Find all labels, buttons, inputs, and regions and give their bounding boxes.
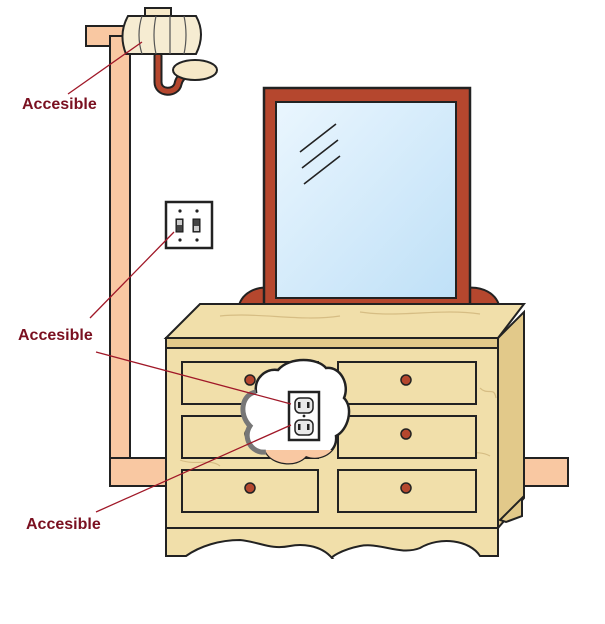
conduit-right-stub: [519, 457, 569, 487]
conduit-vertical: [109, 35, 131, 487]
leader-line-outlet-upper: [95, 351, 292, 405]
leader-lines: [67, 41, 292, 513]
leader-line-switch: [89, 231, 175, 319]
toggle-switch-left: [175, 218, 184, 233]
wall-switch-plate: [164, 200, 214, 250]
wall-light-fixture: [121, 7, 218, 96]
fixture-shade-ribs: [138, 15, 187, 55]
dresser-right-foot: [498, 495, 523, 524]
dresser-top: [163, 303, 527, 339]
mirror-glass: [275, 101, 457, 299]
leader-line-outlet-lower: [95, 424, 292, 513]
callout-label-switch: Accesible: [18, 327, 93, 344]
dresser: [163, 303, 527, 560]
leader-line-fixture: [67, 41, 143, 95]
cutaway-edge-shadow: [240, 389, 267, 455]
conduit-horizontal-bottom: [109, 457, 171, 487]
fixture-base-plate: [172, 59, 218, 81]
outlet-receptacle-top: [294, 397, 314, 414]
outlet-receptacle-bottom: [294, 419, 314, 436]
fixture-cap: [144, 7, 172, 17]
callout-label-fixture: Accesible: [22, 96, 97, 113]
toggle-switch-right: [192, 218, 201, 233]
dresser-top-edge: [165, 337, 499, 349]
dresser-side: [497, 309, 525, 531]
duplex-outlet: [287, 390, 321, 442]
dresser-base: [165, 527, 499, 560]
fixture-shade: [121, 15, 202, 55]
conduit-pipes: [85, 25, 569, 487]
mirror-glare-lines: [299, 123, 341, 185]
mirror: [236, 86, 502, 312]
callout-label-outlet: Accesible: [26, 516, 101, 533]
